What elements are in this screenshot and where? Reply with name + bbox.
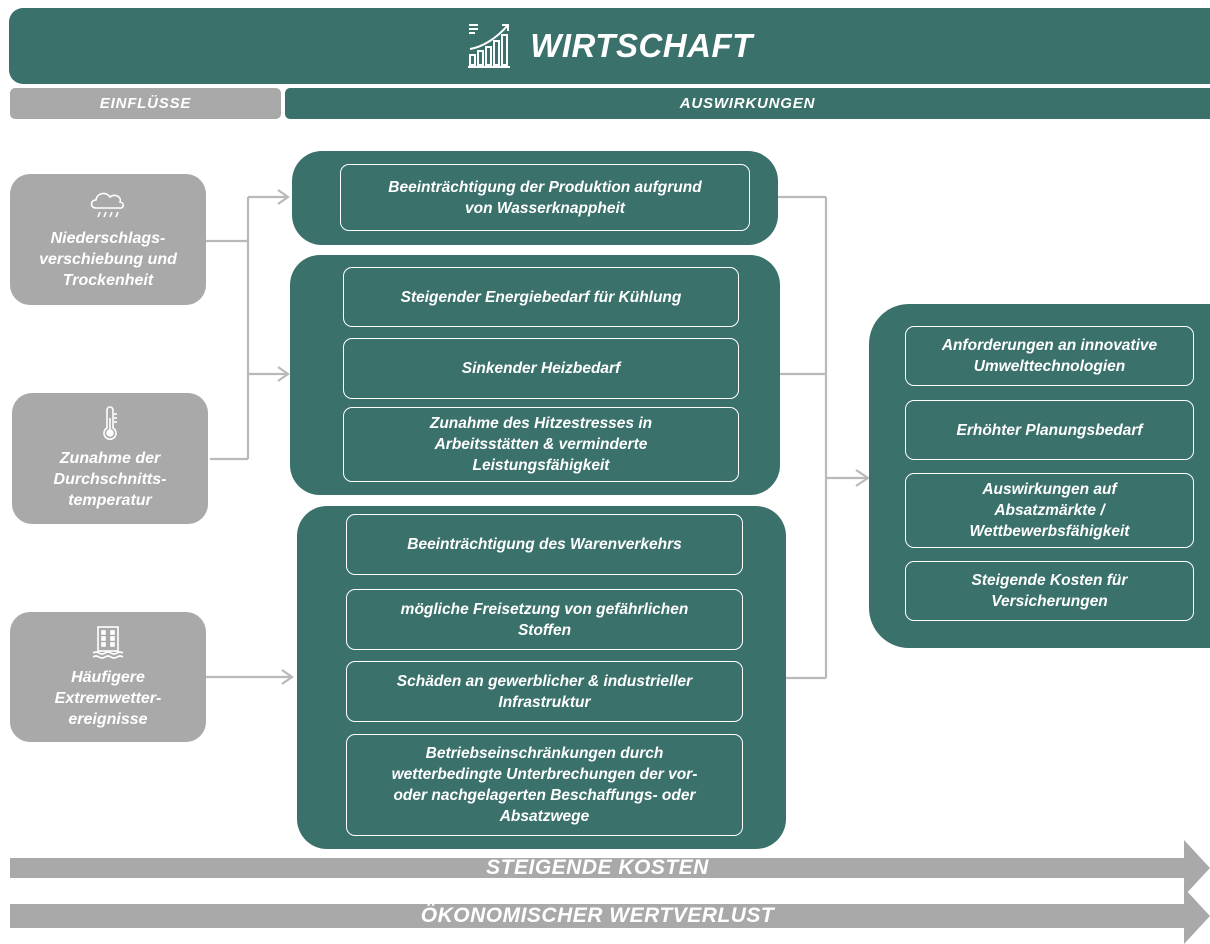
flooded-building-icon — [92, 625, 124, 659]
impact-item-label: Sinkender Heizbedarf — [461, 360, 621, 377]
outcome-item-label: Steigende Kosten für Versicherungen — [971, 572, 1128, 610]
impact-item-label: mögliche Freisetzung von gefährlichen St… — [400, 600, 689, 639]
arrow-head-group-1 — [277, 189, 290, 205]
outcomes-group — [869, 304, 1210, 648]
impact-group-extreme-weather — [297, 506, 786, 849]
outcome-item: Anforderungen an innovative Umwelttechno… — [905, 326, 1194, 386]
outcome-item: Erhöhter Planungsbedarf — [905, 400, 1194, 460]
header-banner: WIRTSCHAFT — [9, 8, 1210, 84]
impacts-header: AUSWIRKUNGEN — [285, 88, 1210, 119]
arrow-shape — [10, 888, 1210, 944]
impact-group-temperature — [290, 255, 780, 495]
outcome-item-label: Auswirkungen auf Absatzmärkte / Wettbewe… — [969, 481, 1130, 540]
impact-item: Schäden an gewerblicher & industrieller … — [346, 661, 743, 722]
arrow-head-group-2 — [277, 366, 290, 382]
impact-item: mögliche Freisetzung von gefährlichen St… — [346, 589, 743, 650]
impact-item: Zunahme des Hitzestresses in Arbeitsstät… — [343, 407, 739, 482]
influences-header-label: EINFLÜSSE — [99, 95, 192, 112]
influence-precipitation: Niederschlags- verschiebung und Trockenh… — [10, 174, 206, 305]
thermometer-icon — [103, 406, 117, 440]
impact-item-label: Beeinträchtigung der Produktion aufgrund… — [388, 178, 702, 217]
outcome-item-label: Erhöhter Planungsbedarf — [956, 421, 1143, 439]
influence-temperature: Zunahme der Durchschnitts- temperatur — [12, 393, 208, 524]
arrow-steigende-kosten: STEIGENDE KOSTEN — [10, 840, 1210, 896]
impacts-header-label: AUSWIRKUNGEN — [679, 95, 816, 112]
influence-label: Niederschlags- verschiebung und Trockenh… — [39, 230, 177, 289]
impact-item-label: Beeinträchtigung des Warenverkehrs — [407, 536, 682, 553]
impact-item: Beeinträchtigung der Produktion aufgrund… — [340, 164, 750, 231]
outcome-item: Steigende Kosten für Versicherungen — [905, 561, 1194, 621]
arrow-head-group-3 — [281, 669, 294, 685]
arrow-head-outcomes — [855, 469, 870, 487]
impact-item-label: Zunahme des Hitzestresses in Arbeitsstät… — [429, 415, 653, 474]
arrow-shape — [10, 840, 1210, 896]
page-title: WIRTSCHAFT — [530, 27, 753, 64]
arrow-label: STEIGENDE KOSTEN — [486, 856, 709, 879]
influence-label: Zunahme der Durchschnitts- temperatur — [53, 450, 167, 509]
impact-item-label: Betriebseinschränkungen durch wetterbedi… — [391, 745, 698, 825]
influences-header: EINFLÜSSE — [10, 88, 281, 119]
impact-item: Sinkender Heizbedarf — [343, 338, 739, 399]
impact-item: Beeinträchtigung des Warenverkehrs — [346, 514, 743, 575]
outcome-item-label: Anforderungen an innovative Umwelttechno… — [941, 337, 1158, 375]
arrow-label: ÖKONOMISCHER WERTVERLUST — [420, 904, 775, 927]
influence-label: Häufigere Extremwetter- ereignisse — [54, 668, 162, 728]
impact-item-label: Steigender Energiebedarf für Kühlung — [400, 288, 682, 306]
impact-group-water — [292, 151, 778, 245]
arrow-wertverlust: ÖKONOMISCHER WERTVERLUST — [10, 888, 1210, 944]
impact-item-label: Schäden an gewerblicher & industrieller … — [396, 672, 693, 711]
impact-item: Steigender Energiebedarf für Kühlung — [343, 267, 739, 327]
outcome-item: Auswirkungen auf Absatzmärkte / Wettbewe… — [905, 473, 1194, 548]
impact-item: Betriebseinschränkungen durch wetterbedi… — [346, 734, 743, 836]
rain-cloud-icon — [90, 192, 125, 218]
growth-chart-icon — [468, 24, 511, 68]
influence-extreme-weather: Häufigere Extremwetter- ereignisse — [10, 612, 206, 742]
